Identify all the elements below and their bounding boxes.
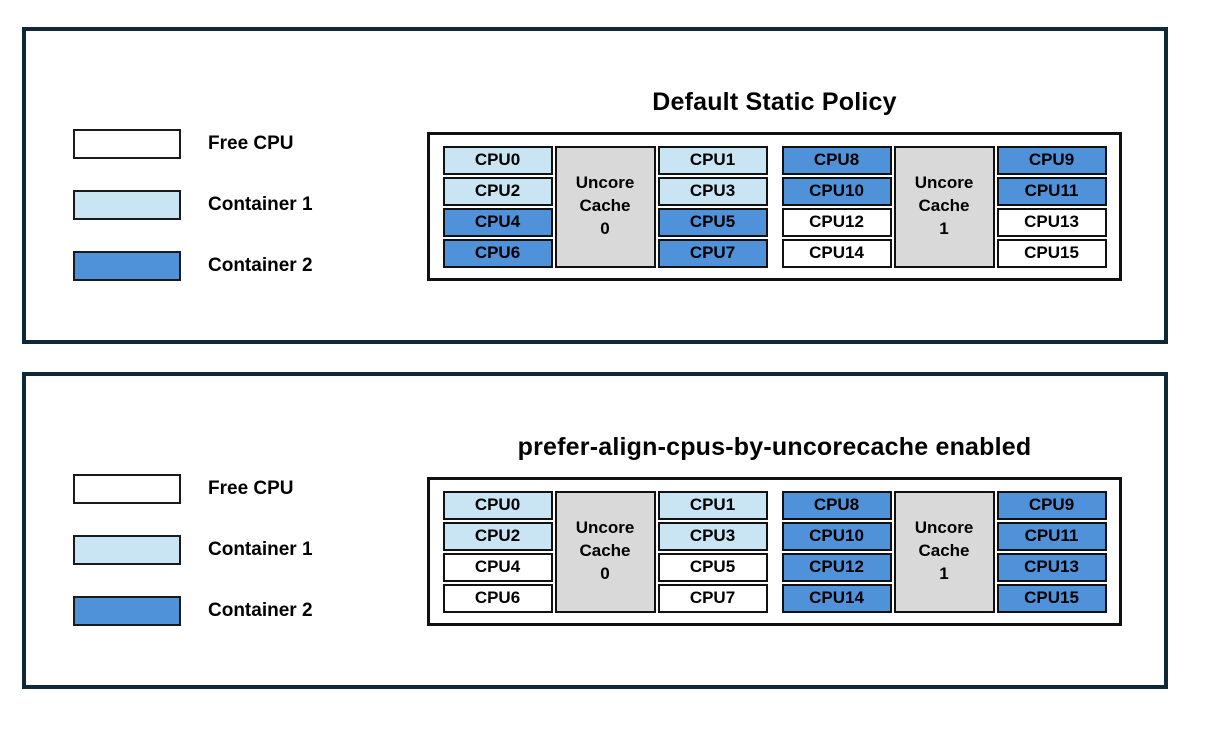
legend-swatch-container2 [73, 596, 181, 626]
cpu-cell: CPU0 [442, 490, 553, 520]
legend-label: Container 1 [208, 194, 313, 215]
cpu-cell: CPU1 [657, 145, 768, 175]
legend-item-free-cpu: Free CPU [73, 129, 313, 159]
cpu-column-left: CPU8 CPU10 CPU12 CPU14 [781, 490, 892, 613]
cpu-cell: CPU0 [442, 145, 553, 175]
cpu-column-left: CPU0 CPU2 CPU4 CPU6 [442, 490, 553, 613]
cpu-cell: CPU1 [657, 490, 768, 520]
legend-label: Free CPU [208, 478, 294, 499]
cpu-column-left: CPU0 CPU2 CPU4 CPU6 [442, 145, 553, 268]
uncore-cache-0-box: Uncore Cache 0 [554, 145, 656, 268]
cpu-cell: CPU3 [657, 176, 768, 206]
legend-label: Container 2 [208, 255, 313, 276]
cpu-cell: CPU9 [996, 145, 1107, 175]
cpu-cell: CPU12 [781, 552, 892, 582]
cpu-cell: CPU2 [442, 521, 553, 551]
cpu-column-right: CPU1 CPU3 CPU5 CPU7 [657, 490, 768, 613]
legend-item-container2: Container 2 [73, 251, 313, 281]
legend-swatch-free-cpu [73, 129, 181, 159]
panel-title: prefer-align-cpus-by-uncorecache enabled [517, 432, 1032, 461]
cpu-cell: CPU6 [442, 583, 553, 613]
uncore-cache-1-box: Uncore Cache 1 [893, 145, 995, 268]
cpu-cell: CPU15 [996, 583, 1107, 613]
cpu-cell: CPU14 [781, 238, 892, 268]
legend-label: Container 2 [208, 600, 313, 621]
uncore-cache-0-box: Uncore Cache 0 [554, 490, 656, 613]
cpu-cell: CPU13 [996, 207, 1107, 237]
cpu-cell: CPU9 [996, 490, 1107, 520]
uncore-cache-1-group: CPU8 CPU10 CPU12 CPU14 Uncore Cache 1 CP… [781, 490, 1107, 613]
panel-default-static-policy: Default Static Policy Free CPU Container… [22, 27, 1168, 344]
cpu-column-left: CPU8 CPU10 CPU12 CPU14 [781, 145, 892, 268]
cpu-cell: CPU15 [996, 238, 1107, 268]
uncore-cache-label: Uncore Cache 1 [914, 518, 974, 583]
uncore-cache-0-group: CPU0 CPU2 CPU4 CPU6 Uncore Cache 0 CPU1 … [442, 145, 768, 268]
cpu-cell: CPU11 [996, 176, 1107, 206]
legend: Free CPU Container 1 Container 2 [73, 129, 313, 281]
cpu-topology-diagram: CPU0 CPU2 CPU4 CPU6 Uncore Cache 0 CPU1 … [427, 132, 1122, 281]
cpu-cell: CPU6 [442, 238, 553, 268]
cpu-cell: CPU8 [781, 145, 892, 175]
cpu-column-right: CPU1 CPU3 CPU5 CPU7 [657, 145, 768, 268]
cpu-topology-diagram: CPU0 CPU2 CPU4 CPU6 Uncore Cache 0 CPU1 … [427, 477, 1122, 626]
legend-swatch-free-cpu [73, 474, 181, 504]
legend-label: Container 1 [208, 539, 313, 560]
uncore-cache-label: Uncore Cache 1 [914, 173, 974, 238]
uncore-cache-1-group: CPU8 CPU10 CPU12 CPU14 Uncore Cache 1 CP… [781, 145, 1107, 268]
uncore-cache-1-box: Uncore Cache 1 [893, 490, 995, 613]
cpu-cell: CPU8 [781, 490, 892, 520]
legend-item-container1: Container 1 [73, 535, 313, 565]
legend: Free CPU Container 1 Container 2 [73, 474, 313, 626]
legend-swatch-container1 [73, 535, 181, 565]
uncore-cache-label: Uncore Cache 0 [575, 518, 635, 583]
cpu-column-right: CPU9 CPU11 CPU13 CPU15 [996, 145, 1107, 268]
uncore-cache-label: Uncore Cache 0 [575, 173, 635, 238]
panel-prefer-align-cpus-by-uncorecache: prefer-align-cpus-by-uncorecache enabled… [22, 372, 1168, 689]
cpu-cell: CPU12 [781, 207, 892, 237]
legend-item-container1: Container 1 [73, 190, 313, 220]
cpu-cell: CPU7 [657, 238, 768, 268]
legend-item-free-cpu: Free CPU [73, 474, 313, 504]
legend-swatch-container2 [73, 251, 181, 281]
cpu-cell: CPU4 [442, 552, 553, 582]
cpu-cell: CPU7 [657, 583, 768, 613]
uncore-cache-0-group: CPU0 CPU2 CPU4 CPU6 Uncore Cache 0 CPU1 … [442, 490, 768, 613]
cpu-cell: CPU13 [996, 552, 1107, 582]
cpu-cell: CPU5 [657, 552, 768, 582]
cpu-cell: CPU10 [781, 176, 892, 206]
cpu-cell: CPU10 [781, 521, 892, 551]
cpu-cell: CPU11 [996, 521, 1107, 551]
cpu-cell: CPU14 [781, 583, 892, 613]
legend-item-container2: Container 2 [73, 596, 313, 626]
cpu-column-right: CPU9 CPU11 CPU13 CPU15 [996, 490, 1107, 613]
cpu-cell: CPU2 [442, 176, 553, 206]
cpu-cell: CPU4 [442, 207, 553, 237]
legend-label: Free CPU [208, 133, 294, 154]
cpu-cell: CPU3 [657, 521, 768, 551]
panel-title: Default Static Policy [652, 87, 897, 116]
cpu-cell: CPU5 [657, 207, 768, 237]
legend-swatch-container1 [73, 190, 181, 220]
